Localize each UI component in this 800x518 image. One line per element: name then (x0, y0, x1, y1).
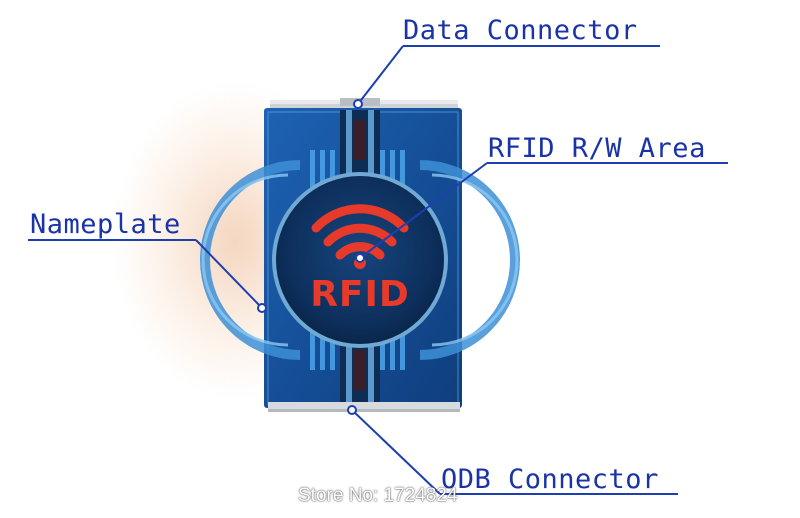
callout-dots (257, 99, 365, 415)
store-watermark: Store No: 1724824 (298, 485, 458, 506)
data-connector-label: Data Connector (403, 15, 638, 46)
odb-connector-edge (268, 402, 460, 412)
callout-lines (28, 45, 728, 495)
side-arcs (200, 160, 520, 360)
rfid-logo-text: RFID (310, 274, 410, 315)
wireless-icon (311, 204, 409, 260)
odb-connector-label: ODB Connector (441, 464, 659, 495)
nameplate-label: Nameplate (30, 209, 181, 240)
tech-stripes (310, 150, 405, 370)
rfid-area-label: RFID R/W Area (488, 133, 706, 164)
